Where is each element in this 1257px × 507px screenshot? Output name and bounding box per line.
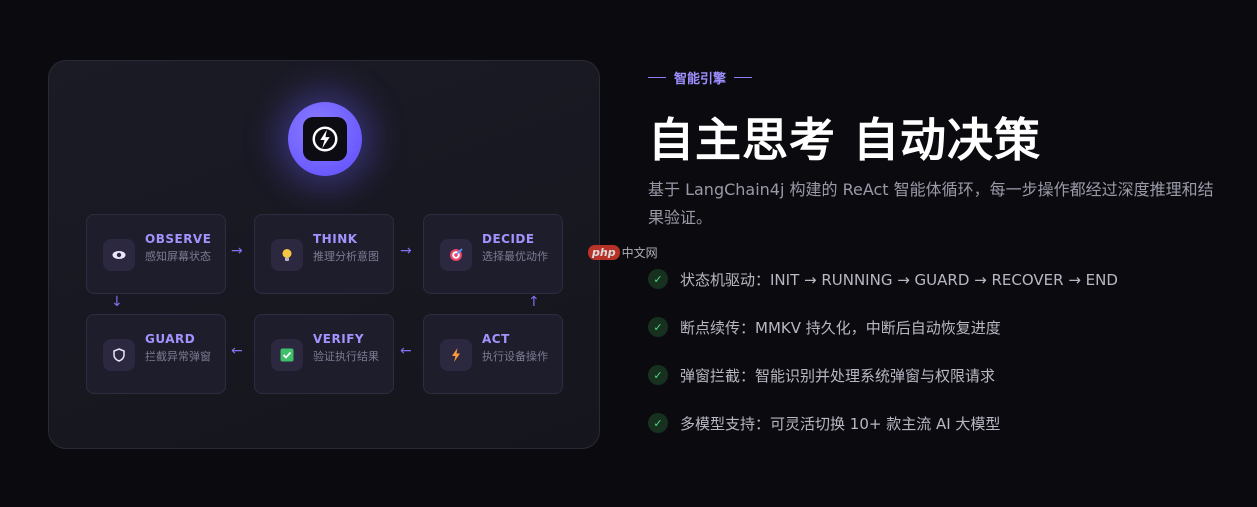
arrow-left: ← <box>400 343 412 359</box>
shield-icon <box>103 339 135 371</box>
lightning-logo-icon <box>303 117 347 161</box>
step-desc: 推理分析意图 <box>313 250 379 263</box>
step-desc: 感知屏幕状态 <box>145 250 211 263</box>
step-desc: 验证执行结果 <box>313 350 379 363</box>
step-guard: GUARD 拦截异常弹窗 <box>86 314 226 394</box>
step-title: ACT <box>482 332 510 346</box>
arrow-up: ↑ <box>528 294 540 310</box>
feature-text: 断点续传：MMKV 持久化，中断后自动恢复进度 <box>680 318 1001 337</box>
step-desc: 拦截异常弹窗 <box>145 350 211 363</box>
page-title: 自主思考 自动决策 <box>648 113 1042 167</box>
feature-text: 状态机驱动：INIT → RUNNING → GUARD → RECOVER →… <box>680 270 1118 289</box>
step-decide: DECIDE 选择最优动作 <box>423 214 563 294</box>
check-icon: ✓ <box>648 269 668 289</box>
arrow-right: → <box>231 243 243 259</box>
lightbulb-icon <box>271 239 303 271</box>
watermark-text: 中文网 <box>621 246 658 260</box>
step-title: OBSERVE <box>145 232 212 246</box>
feature-item: ✓ 断点续传：MMKV 持久化，中断后自动恢复进度 <box>648 316 1118 338</box>
lightning-icon <box>440 339 472 371</box>
eye-icon <box>103 239 135 271</box>
step-title: VERIFY <box>313 332 365 346</box>
step-title: GUARD <box>145 332 196 346</box>
feature-text: 弹窗拦截：智能识别并处理系统弹窗与权限请求 <box>680 366 996 385</box>
agent-loop-card: OBSERVE 感知屏幕状态 → THINK 推理分析意图 → DECIDE 选… <box>48 60 600 449</box>
eyebrow-line <box>734 77 753 78</box>
step-title: THINK <box>313 232 358 246</box>
app-logo <box>288 102 362 176</box>
arrow-right: → <box>400 243 412 259</box>
step-verify: VERIFY 验证执行结果 <box>254 314 394 394</box>
arrow-left: ← <box>231 343 243 359</box>
step-think: THINK 推理分析意图 <box>254 214 394 294</box>
arrow-down: ↓ <box>111 294 123 310</box>
step-observe: OBSERVE 感知屏幕状态 <box>86 214 226 294</box>
hero-description: 基于 LangChain4j 构建的 ReAct 智能体循环，每一步操作都经过深… <box>648 180 1214 227</box>
section-eyebrow: 智能引擎 <box>648 68 753 87</box>
check-icon: ✓ <box>648 317 668 337</box>
watermark: php 中文网 <box>588 244 658 261</box>
step-act: ACT 执行设备操作 <box>423 314 563 394</box>
watermark-badge: php <box>588 245 620 260</box>
feature-item: ✓ 状态机驱动：INIT → RUNNING → GUARD → RECOVER… <box>648 268 1118 290</box>
step-desc: 选择最优动作 <box>482 250 548 263</box>
checkbox-icon <box>271 339 303 371</box>
feature-item: ✓ 弹窗拦截：智能识别并处理系统弹窗与权限请求 <box>648 364 1118 386</box>
feature-list: ✓ 状态机驱动：INIT → RUNNING → GUARD → RECOVER… <box>648 268 1118 460</box>
check-icon: ✓ <box>648 413 668 433</box>
step-desc: 执行设备操作 <box>482 350 548 363</box>
eyebrow-text: 智能引擎 <box>674 72 727 87</box>
feature-text: 多模型支持：可灵活切换 10+ 款主流 AI 大模型 <box>680 414 1001 433</box>
check-icon: ✓ <box>648 365 668 385</box>
step-title: DECIDE <box>482 232 535 246</box>
eyebrow-line <box>648 77 666 78</box>
feature-item: ✓ 多模型支持：可灵活切换 10+ 款主流 AI 大模型 <box>648 412 1118 434</box>
target-icon <box>440 239 472 271</box>
